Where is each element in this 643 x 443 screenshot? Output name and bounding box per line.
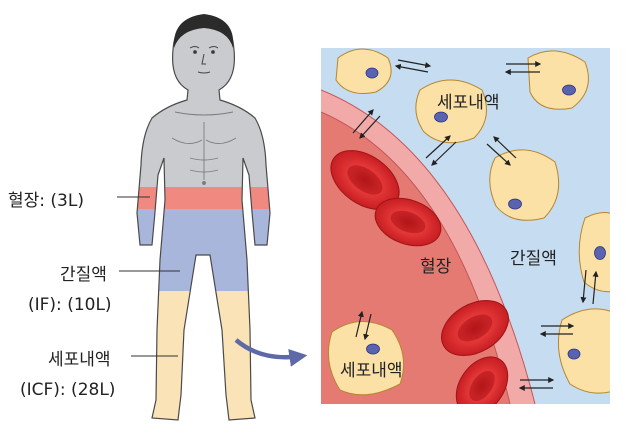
plasma-band — [137, 187, 270, 209]
human-figure — [136, 14, 271, 421]
detail-panel: 세포내액 혈장 간질액 세포내액 — [321, 48, 610, 404]
interstitial-region — [137, 209, 270, 291]
hair — [173, 14, 234, 48]
red-blood-cell — [441, 300, 509, 356]
face — [189, 46, 219, 74]
anatomy-lines — [171, 111, 237, 185]
tissue-cell — [415, 79, 487, 144]
intracellular-region — [137, 291, 270, 420]
plasma-volume-label: 혈장: (3L) — [8, 191, 84, 211]
red-blood-cell — [330, 150, 400, 210]
intracellular-label-line2: (ICF): (28L) — [20, 380, 116, 400]
interstitial-label-line2: (IF): (10L) — [28, 295, 112, 315]
tissue-cell — [335, 48, 392, 94]
intracellular-label-top: 세포내액 — [437, 93, 500, 113]
tissue-cell — [527, 50, 589, 110]
tissue-cells — [327, 48, 610, 396]
intracellular-label-line1: 세포내액 — [48, 350, 111, 370]
red-blood-cell — [455, 356, 509, 404]
red-blood-cells — [330, 150, 509, 404]
interstitial-label-line1: 간질액 — [60, 265, 107, 285]
tissue-cell — [557, 308, 610, 394]
tissue-cell — [489, 149, 560, 221]
tissue-cell — [327, 321, 405, 396]
exchange-arrows — [352, 59, 599, 391]
red-blood-cell — [374, 197, 442, 247]
intracellular-label-bottom: 세포내액 — [340, 361, 403, 381]
body-pointer-lines — [117, 196, 180, 357]
interstitial-label: 간질액 — [510, 249, 557, 269]
plasma-label: 혈장 — [420, 257, 452, 277]
tissue-cell — [578, 212, 610, 293]
zoom-arrow — [234, 338, 308, 367]
